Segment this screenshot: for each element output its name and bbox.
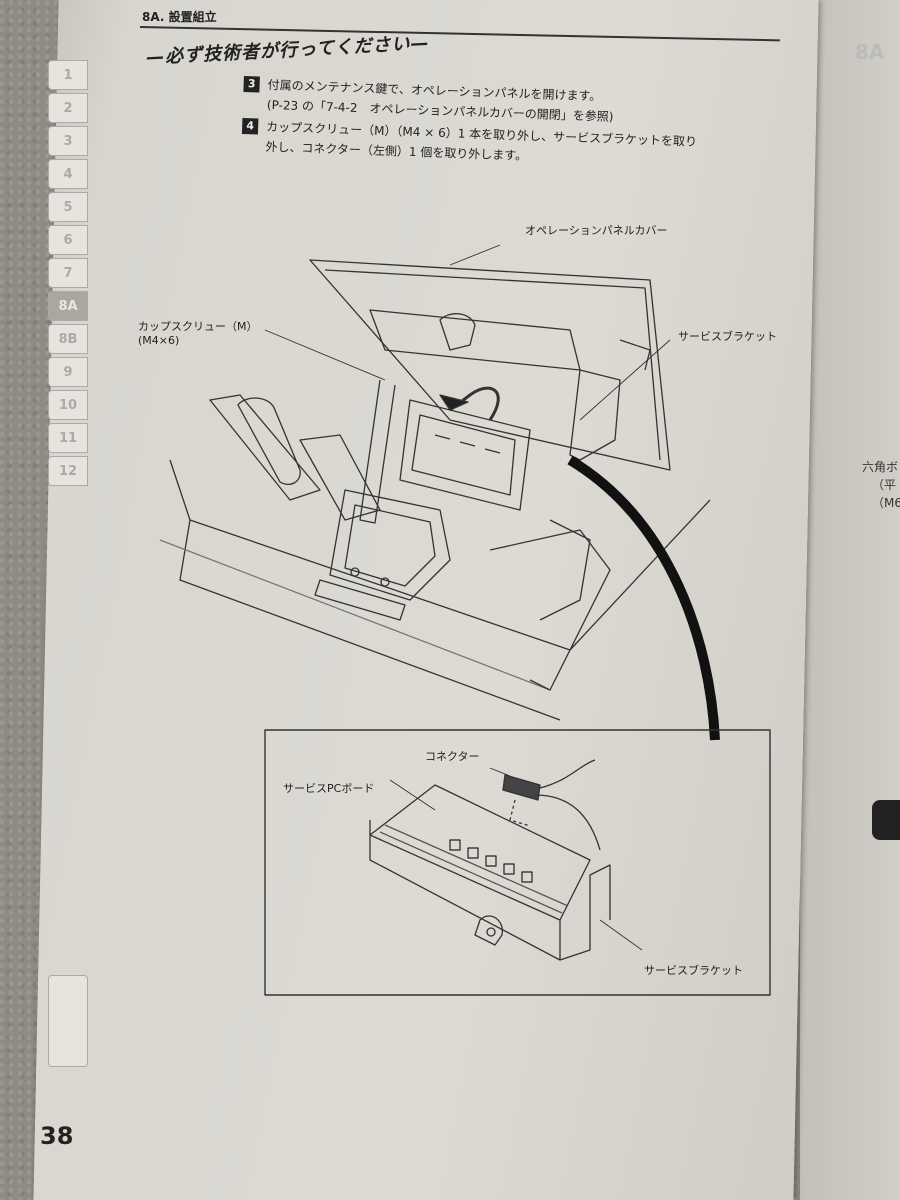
chapter-tab-7[interactable]: 7 [48, 258, 88, 288]
label-service-pc-board: サービスPCボード [283, 782, 375, 795]
small-box [329, 489, 451, 601]
chapter-tab-1[interactable]: 1 [48, 60, 88, 90]
operation-panel-cover [309, 259, 671, 471]
inset-frame [264, 729, 771, 996]
chapter-tab-8a[interactable]: 8A [48, 291, 88, 321]
side-index-box [48, 975, 88, 1067]
chapter-tabs: 1 2 3 4 5 6 7 8A 8B 9 10 11 12 [48, 60, 88, 489]
chapter-tab-12[interactable]: 12 [48, 456, 88, 486]
leader-connector [489, 767, 511, 777]
leader-service-bracket-top [579, 339, 671, 421]
cabinet-edge [169, 459, 711, 651]
chapter-tab-9[interactable]: 9 [48, 357, 88, 387]
hinge-arm [359, 379, 396, 524]
chapter-tab-10[interactable]: 10 [48, 390, 88, 420]
page-number: 38 [40, 1122, 74, 1150]
label-service-bracket-top: サービスブラケット [678, 330, 777, 343]
leader-cup-screw [264, 329, 386, 381]
callout-arc [567, 455, 720, 741]
adjacent-page: 8A 六角ボ （平 （M6 [800, 0, 900, 1200]
adjacent-page-text-2: （平 [872, 478, 897, 492]
chapter-tab-2[interactable]: 2 [48, 93, 88, 123]
service-pc-board [369, 784, 591, 921]
removal-arrow [449, 386, 500, 421]
label-connector: コネクター [425, 750, 480, 763]
label-operation-panel-cover: オペレーションパネルカバー [525, 224, 668, 237]
adjacent-page-heading: 8A [855, 40, 885, 64]
assembly-illustration: オペレーションパネルカバー カップスクリュー（M） (M4×6) サービスブラケ… [138, 220, 810, 1020]
leader-operation-panel [449, 244, 501, 266]
label-service-bracket-bottom: サービスブラケット [644, 964, 743, 977]
leader-service-bracket-bottom [599, 919, 643, 951]
chapter-tab-11[interactable]: 11 [48, 423, 88, 453]
chapter-tab-6[interactable]: 6 [48, 225, 88, 255]
chapter-tab-3[interactable]: 3 [48, 126, 88, 156]
chapter-tab-8b[interactable]: 8B [48, 324, 88, 354]
leader-service-pc-board [389, 779, 436, 811]
section-code: 8A. 設置組立 [142, 10, 217, 24]
right-latch [569, 369, 621, 461]
adjacent-page-text-3: （M6 [872, 496, 900, 510]
left-opening-1 [209, 394, 321, 501]
service-bracket-bottom [369, 820, 611, 961]
illustration-drawing [159, 244, 771, 996]
step-4-number: 4 [241, 117, 259, 135]
chapter-tab-5[interactable]: 5 [48, 192, 88, 222]
adjacent-page-text-1: 六角ボ [862, 460, 899, 474]
cable-tray [489, 529, 611, 691]
connector-plug [502, 774, 541, 801]
label-cup-screw: カップスクリュー（M） [138, 320, 258, 333]
chapter-tab-4[interactable]: 4 [48, 159, 88, 189]
left-opening-2 [299, 434, 381, 521]
step-3-number: 3 [243, 75, 260, 93]
adjacent-page-black-badge [872, 800, 900, 840]
label-cup-screw-size: (M4×6) [138, 334, 180, 347]
